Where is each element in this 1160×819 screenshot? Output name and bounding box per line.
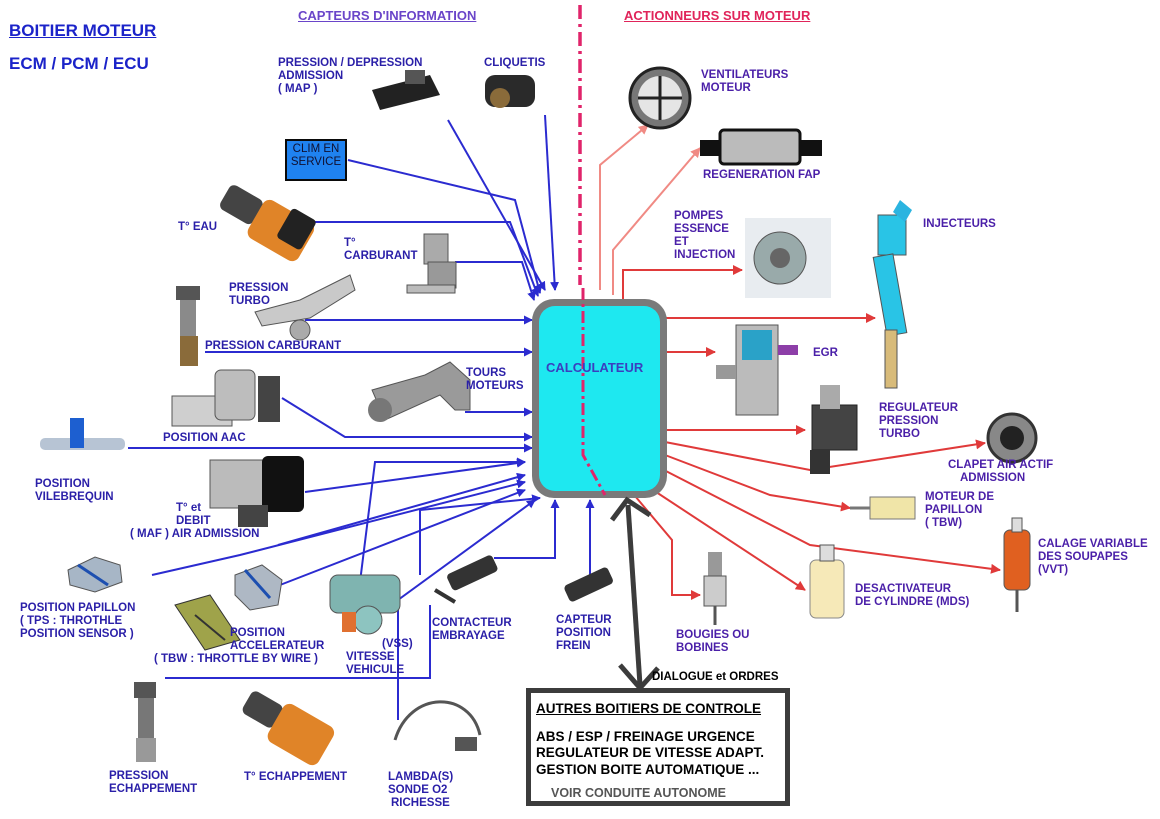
brake-switch-icon — [564, 567, 613, 602]
other-units-box: AUTRES BOITIERS DE CONTROLE ABS / ESP / … — [526, 688, 790, 806]
sensor-map-icon — [372, 70, 440, 110]
sensors-header: CAPTEURS D'INFORMATION — [298, 8, 477, 23]
water-temp-sensor-icon — [220, 185, 316, 262]
water-temp-label: T° EAU — [178, 221, 218, 233]
fan-icon — [628, 66, 692, 130]
fuel-pressure-sensor-icon — [176, 286, 200, 366]
exhaust-temp-label: T° ECHAPPEMENT — [244, 771, 347, 783]
injector-icon — [872, 200, 912, 389]
turbo-regulator-icon — [810, 385, 858, 474]
aac-sensor-icon — [171, 369, 280, 427]
vss-sensor-icon — [329, 574, 401, 635]
injectors-label: INJECTEURS — [923, 218, 996, 230]
knock-sensor-icon — [485, 75, 535, 108]
dpf-icon — [700, 128, 822, 166]
crankshaft-sensor-icon — [40, 418, 125, 450]
dialogue-label: DIALOGUE et ORDRES — [652, 671, 779, 683]
actuator-wires — [599, 124, 1001, 600]
other-units-footer: VOIR CONDUITE AUTONOME — [551, 786, 727, 800]
fuel-temp-sensor-icon — [406, 233, 457, 294]
maf-sensor-icon — [209, 456, 304, 527]
other-units-line: REGULATEUR DE VITESSE ADAPT. — [536, 745, 765, 760]
air-valve-icon — [986, 412, 1038, 464]
fuel-pressure-label: PRESSION CARBURANT — [205, 340, 342, 352]
other-units-title: AUTRES BOITIERS DE CONTROLE — [536, 701, 762, 716]
page-title: BOITIER MOTEUR — [9, 21, 157, 40]
egr-valve-icon — [716, 324, 798, 416]
rpm-sensor-icon — [368, 361, 471, 422]
ecu-screen — [539, 306, 660, 491]
exhaust-temp-sensor-icon — [242, 691, 335, 766]
dpf-label: REGENERATION FAP — [703, 169, 821, 181]
fuel-temp-label: T°CARBURANT — [344, 237, 418, 262]
egr-label: EGR — [813, 347, 838, 359]
vvt-solenoid-icon — [1003, 517, 1031, 612]
accelerator-sensor-icon — [234, 564, 283, 611]
page-subtitle: ECM / PCM / ECU — [9, 54, 149, 73]
other-units-line: ABS / ESP / FREINAGE URGENCE — [536, 729, 755, 744]
exhaust-pressure-sensor-icon — [134, 682, 156, 762]
knock-label: CLIQUETIS — [484, 57, 546, 69]
clutch-switch-icon — [433, 555, 498, 604]
dialogue-arrow — [610, 496, 660, 692]
mds-solenoid-icon — [809, 544, 845, 619]
lambda-sensor-icon — [393, 700, 482, 751]
fuel-pump-icon — [745, 218, 831, 298]
ecu-label: CALCULATEUR — [546, 360, 644, 375]
accelerator-pedal-icon — [174, 594, 241, 651]
other-units-line: GESTION BOITE AUTOMATIQUE ... — [536, 762, 760, 777]
spark-plug-icon — [703, 552, 727, 625]
actuators-header: ACTIONNEURS SUR MOTEUR — [624, 8, 811, 23]
turbo-pressure-sensor-icon — [254, 274, 356, 341]
throttle-position-sensor-icon — [67, 556, 123, 593]
aac-label: POSITION AAC — [163, 432, 246, 444]
throttle-motor-icon — [850, 496, 916, 520]
